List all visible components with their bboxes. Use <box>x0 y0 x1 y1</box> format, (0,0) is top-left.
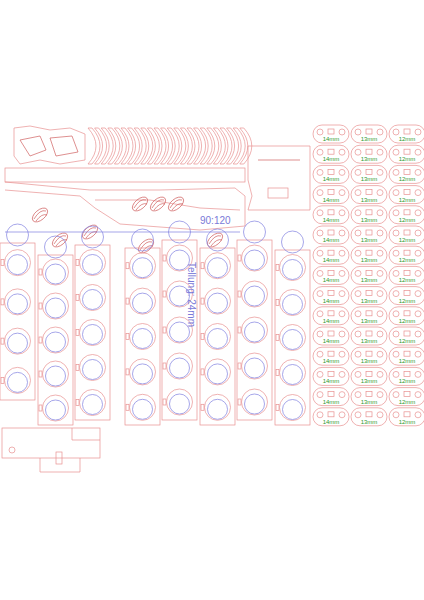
size-label: 12mm <box>399 217 416 223</box>
size-label: 12mm <box>399 237 416 243</box>
size-label: 14mm <box>323 136 340 142</box>
size-label: 14mm <box>323 298 340 304</box>
size-label: 13mm <box>361 298 378 304</box>
size-label: 13mm <box>361 399 378 405</box>
size-label: 13mm <box>361 156 378 162</box>
size-label: 12mm <box>399 399 416 405</box>
size-label: 14mm <box>323 399 340 405</box>
size-label: 12mm <box>399 156 416 162</box>
spacer-tags <box>313 125 424 426</box>
size-label: 12mm <box>399 136 416 142</box>
size-label: 14mm <box>323 318 340 324</box>
size-label: 12mm <box>399 378 416 384</box>
size-label: 13mm <box>361 176 378 182</box>
size-label: 13mm <box>361 257 378 263</box>
size-label: 12mm <box>399 277 416 283</box>
size-label: 13mm <box>361 378 378 384</box>
note-text: Tellung: 24mm <box>186 262 196 327</box>
size-label: 14mm <box>323 197 340 203</box>
size-label: 14mm <box>323 419 340 425</box>
size-label: 13mm <box>361 419 378 425</box>
size-label: 12mm <box>399 197 416 203</box>
size-label: 13mm <box>361 358 378 364</box>
size-label: 13mm <box>361 217 378 223</box>
size-label: 14mm <box>323 257 340 263</box>
button-strips <box>0 221 310 425</box>
size-label: 12mm <box>399 176 416 182</box>
size-label: 14mm <box>323 176 340 182</box>
size-label: 13mm <box>361 136 378 142</box>
size-label: 13mm <box>361 318 378 324</box>
arc-parts <box>88 128 252 164</box>
size-label: 13mm <box>361 277 378 283</box>
size-label: 12mm <box>399 257 416 263</box>
size-label: 12mm <box>399 419 416 425</box>
leaf-parts <box>30 194 225 255</box>
mechanism-part <box>2 126 310 472</box>
size-label: 14mm <box>323 358 340 364</box>
size-label: 12mm <box>399 358 416 364</box>
size-label: 12mm <box>399 298 416 304</box>
size-label: 14mm <box>323 378 340 384</box>
size-label: 12mm <box>399 318 416 324</box>
size-label: 14mm <box>323 217 340 223</box>
note-text: 90:120 <box>200 216 231 226</box>
size-label: 13mm <box>361 338 378 344</box>
size-label: 13mm <box>361 197 378 203</box>
size-label: 12mm <box>399 338 416 344</box>
size-label: 13mm <box>361 237 378 243</box>
size-label: 14mm <box>323 237 340 243</box>
size-label: 14mm <box>323 156 340 162</box>
size-label: 14mm <box>323 277 340 283</box>
size-label: 14mm <box>323 338 340 344</box>
